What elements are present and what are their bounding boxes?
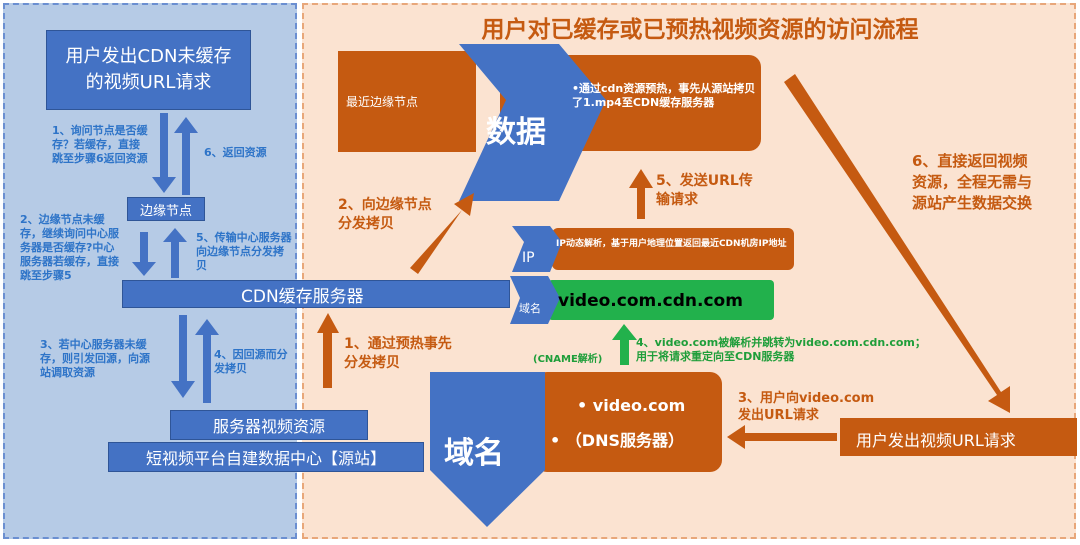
nearest-edge-text: 最近边缘节点: [346, 95, 419, 109]
domain-small-label: 域名: [519, 302, 541, 315]
right-step6-text: 6、直接返回视频资源，全程无需与源站产生数据交换: [912, 152, 1033, 212]
ip-note-text: IP动态解析，基于用户地理位置返回最近CDN机房IP地址: [556, 239, 787, 249]
domain-big-chevron: [430, 372, 545, 527]
right-step3-text: 3、用户向video.com发出URL请求: [738, 391, 875, 423]
nearest-edge-box: [338, 51, 476, 152]
cdn-domain-box: [548, 280, 774, 320]
datacenter-box: 短视频平台自建数据中心【源站】: [108, 442, 424, 472]
diagram-title: 用户对已缓存或已预热视频资源的访问流程: [481, 17, 919, 43]
right-step4-text: 4、video.com被解析并跳转为video.com.cdn.com；用于将请…: [636, 336, 926, 363]
dns-box: [535, 372, 722, 472]
left-step1-text: 1、询问节点是否缓存？若缓存，直接跳至步骤6返回资源: [52, 124, 148, 165]
left-user-request-text: 用户发出CDN未缓存的视频URL请求: [65, 46, 232, 93]
left-user-request-box: 用户发出CDN未缓存的视频URL请求: [46, 30, 251, 110]
right-user-request-box: [840, 418, 1077, 456]
data-label: 数据: [486, 115, 546, 150]
server-resource-text: 服务器视频资源: [212, 417, 325, 436]
left-step6-text: 6、返回资源: [204, 146, 267, 159]
data-chevron: [459, 44, 606, 201]
cdn-domain-text: video.com.cdn.com: [558, 291, 743, 311]
dns-item-2: • （DNS服务器）: [550, 431, 684, 450]
ip-label: IP: [522, 250, 535, 266]
left-step3-text: 3、若中心服务器未缓存，则引发回源，向源站调取资源: [40, 338, 150, 379]
green-arrow: [612, 324, 637, 365]
preheat-note-text: •通过cdn资源预热，事先从源站拷贝了1.mp4至CDN缓存服务器: [572, 82, 756, 109]
cname-label: (CNAME解析): [533, 354, 603, 365]
server-resource-box: 服务器视频资源: [170, 410, 368, 440]
left-edge-node-box: 边缘节点: [127, 197, 205, 221]
domain-big-label: 域名: [444, 436, 504, 471]
left-arrows: [132, 113, 219, 403]
left-step4-text: 4、因回源而分发拷贝: [214, 348, 288, 375]
cdn-cache-server-bar: CDN缓存服务器: [122, 280, 510, 308]
left-step5-text: 5、传输中心服务器向边缘节点分发拷贝: [196, 231, 292, 272]
datacenter-text: 短视频平台自建数据中心【源站】: [145, 449, 386, 468]
right-step1-text: 1、通过预热事先分发拷贝: [344, 336, 452, 371]
right-user-request-text: 用户发出视频URL请求: [856, 431, 1016, 450]
left-step2-text: 2、边缘节点未缓存，继续询问中心服务器是否缓存?中心服务器若缓存，直接跳至步骤5: [20, 213, 119, 282]
orange-arrows: [317, 74, 1010, 449]
left-edge-node-text: 边缘节点: [139, 203, 192, 219]
dns-item-1: • video.com: [577, 396, 686, 415]
ip-note-box: [552, 228, 794, 270]
right-step5-text: 5、发送URL传输请求: [656, 173, 753, 208]
right-step2-text: 2、向边缘节点分发拷贝: [338, 197, 432, 232]
cdn-cache-server-text: CDN缓存服务器: [241, 286, 364, 307]
ip-chevron: [512, 226, 562, 272]
domain-small-chevron: [510, 276, 560, 324]
